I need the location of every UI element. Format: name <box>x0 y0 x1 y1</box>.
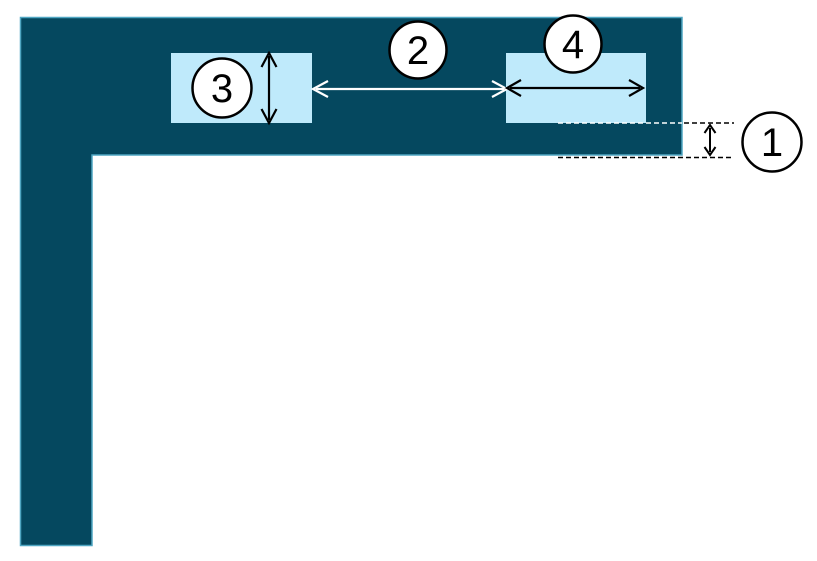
callout-1: 1 <box>741 111 803 173</box>
arrow-1-head-down-icon <box>703 146 717 157</box>
callout-circle-1 <box>741 111 803 173</box>
callout-label-1: 1 <box>761 121 783 165</box>
measure-arrow-panel-width <box>504 79 646 97</box>
arrow-3-head-up-icon <box>260 50 278 68</box>
l-shaped-bar <box>19 16 683 547</box>
callout-2: 2 <box>388 20 448 80</box>
arrow-2-head-left-icon <box>310 80 329 98</box>
callout-label-4: 4 <box>562 23 584 67</box>
measure-arrow-panel-height <box>260 50 278 126</box>
arrow-4-head-right-icon <box>628 79 646 97</box>
arrow-4-head-left-icon <box>504 79 522 97</box>
callout-label-3: 3 <box>211 67 233 111</box>
callout-circle-2 <box>388 20 448 80</box>
callout-circle-4 <box>543 14 603 74</box>
callout-label-2: 2 <box>407 29 429 73</box>
arrow-3-head-down-icon <box>260 108 278 126</box>
measure-arrow-thickness <box>703 123 717 157</box>
callout-3: 3 <box>191 57 253 119</box>
callout-circle-3 <box>191 57 253 119</box>
callout-4: 4 <box>543 14 603 74</box>
arrow-1-head-up-icon <box>703 123 717 134</box>
